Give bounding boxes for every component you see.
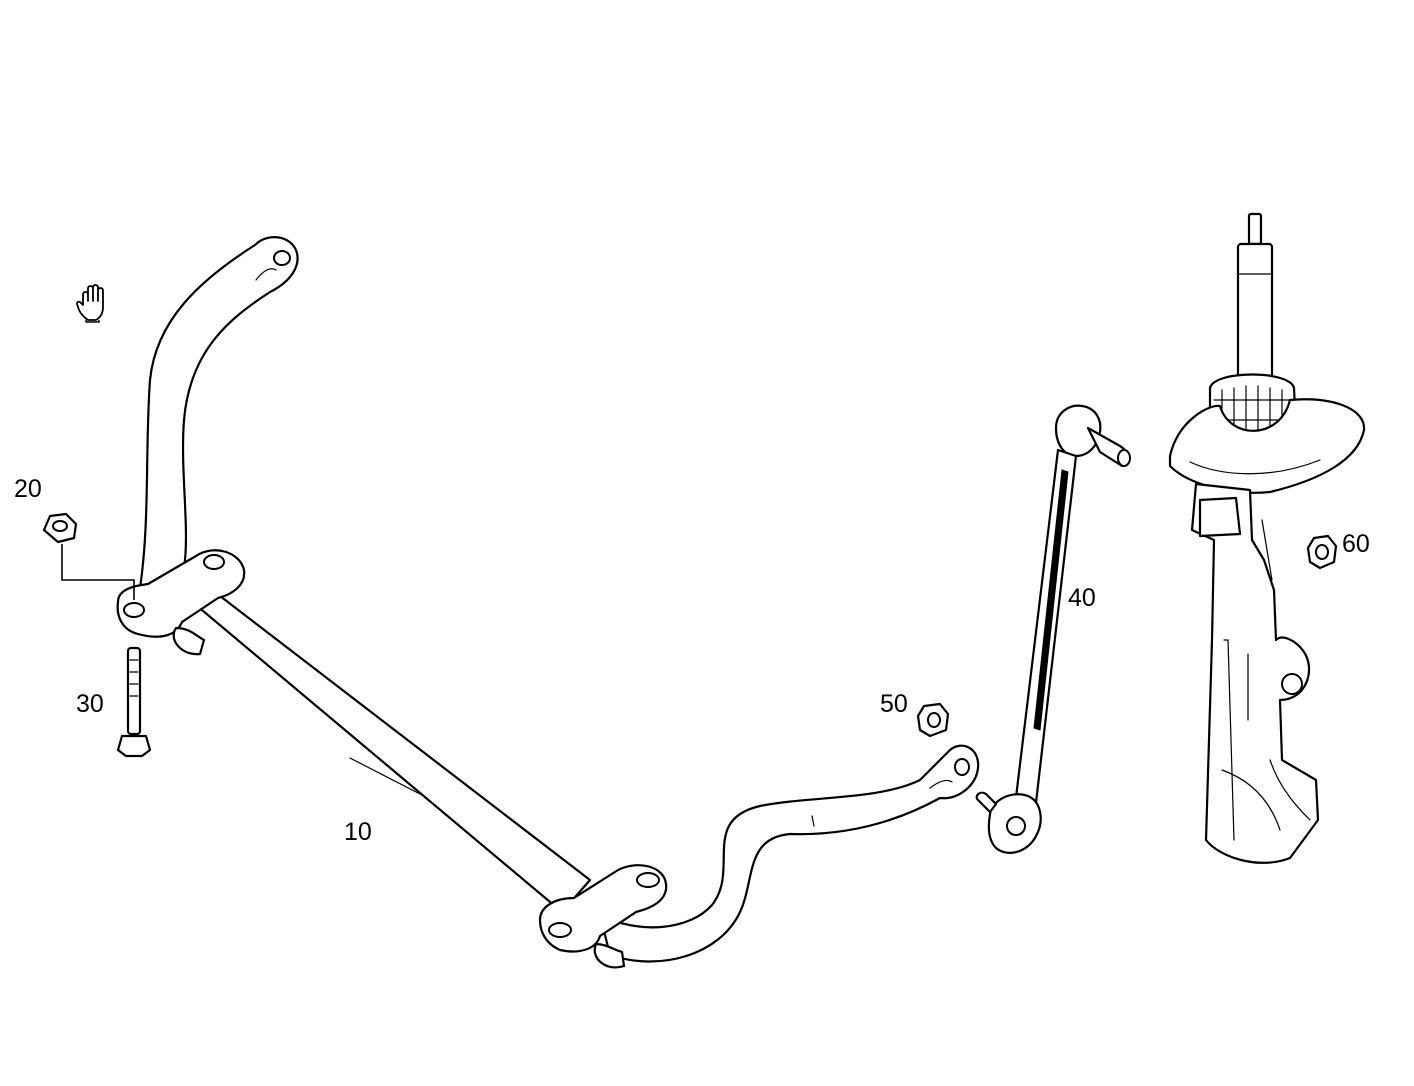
bushing-rubber-left	[172, 626, 206, 656]
stabilizer-link[interactable]	[975, 404, 1131, 854]
link-upper-stud-end	[1117, 449, 1131, 467]
callout-60-label: 60	[1342, 530, 1370, 558]
callout-50-label: 50	[880, 690, 908, 718]
flange-nut[interactable]	[42, 512, 78, 544]
hex-bolt-shank	[126, 646, 142, 736]
nut-50-hole	[927, 712, 941, 728]
stabilizer-bushing-right[interactable]	[538, 864, 668, 969]
stabilizer-bar-left-arm	[138, 236, 299, 590]
hex-bolt-head	[116, 734, 152, 758]
bushing-left-hole-1	[123, 602, 145, 618]
strut-mount-hole	[1281, 673, 1303, 695]
stabilizer-bar-main	[188, 594, 592, 914]
bushing-right-hole-1	[548, 922, 572, 938]
link-rod-shading	[1033, 469, 1069, 731]
callout-20-label: 20	[14, 475, 42, 503]
bushing-bracket-left	[116, 549, 246, 638]
bushing-right-hole-2	[636, 872, 660, 888]
hex-bolt[interactable]	[116, 646, 152, 758]
strut-piston-rod	[1236, 242, 1274, 386]
stabilizer-bar[interactable]	[138, 236, 980, 963]
shock-absorber-strut[interactable]	[1168, 212, 1366, 864]
strut-body	[1190, 482, 1320, 864]
stabilizer-bar-right-bend	[598, 744, 980, 963]
callout-40-label: 40	[1068, 584, 1096, 612]
flange-nut-hole	[52, 520, 68, 532]
callout-20-leader	[61, 544, 135, 600]
self-locking-nut-50[interactable]	[916, 702, 950, 738]
stabilizer-eye-left-hole	[273, 250, 291, 266]
nut-60-hole	[1315, 544, 1329, 560]
link-lower-stud	[975, 791, 998, 814]
link-lower-eye	[1006, 816, 1026, 836]
callout-10-label: 10	[344, 818, 372, 846]
strut-piston-rod-tip	[1247, 212, 1263, 246]
callout-30-label: 30	[76, 690, 104, 718]
stabilizer-eye-right-hole	[954, 758, 970, 776]
stabilizer-bushing-left[interactable]	[116, 549, 246, 656]
bushing-rubber-right	[593, 942, 626, 969]
self-locking-nut-60[interactable]	[1306, 534, 1338, 570]
strut-mount-bracket	[1198, 496, 1242, 538]
hand-pointer-icon[interactable]	[74, 283, 112, 323]
bushing-left-hole-2	[203, 554, 225, 570]
